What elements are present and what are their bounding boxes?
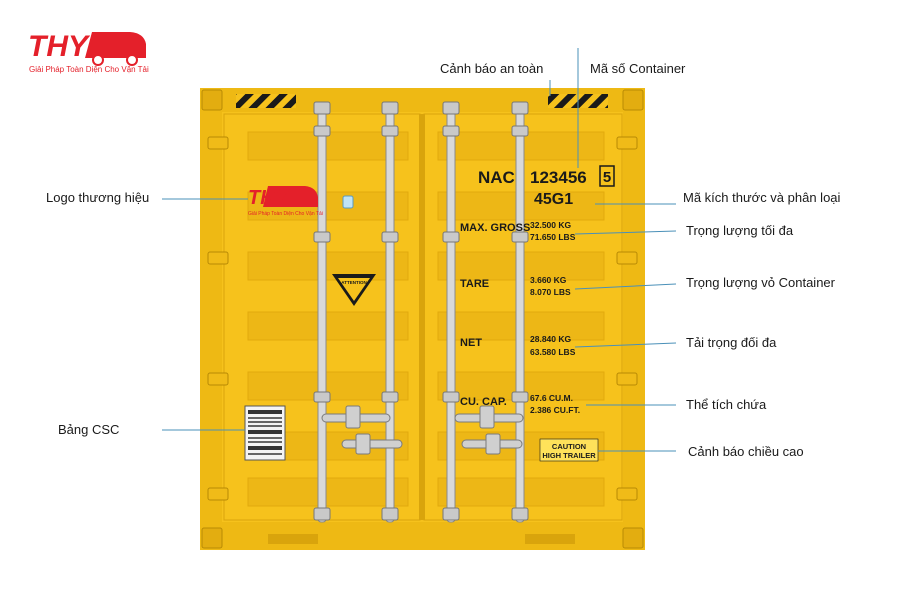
svg-text:Giải Pháp Toàn Diện Cho Vận Tả: Giải Pháp Toàn Diện Cho Vận Tải xyxy=(248,211,323,217)
callout-max-payload: Tải trọng đối đa xyxy=(686,335,777,350)
svg-text:MAX. GROSS: MAX. GROSS xyxy=(460,222,530,234)
classification-mark-icon xyxy=(342,195,354,209)
svg-text:28.840 KG: 28.840 KG xyxy=(530,334,571,344)
callout-height-warning: Cảnh báo chiều cao xyxy=(688,444,804,459)
callout-capacity: Thể tích chứa xyxy=(686,397,767,412)
svg-text:3.660 KG: 3.660 KG xyxy=(530,275,567,285)
callout-brand-logo: Logo thương hiệu xyxy=(46,190,150,205)
svg-text:HIGH TRAILER: HIGH TRAILER xyxy=(542,451,596,460)
callout-tare-weight: Trọng lượng vỏ Container xyxy=(686,275,835,290)
container-markings: NAC 123456 5 45G1 MAX. GROSS 32.500 KG 7… xyxy=(460,165,615,462)
callout-safety-warning: Cảnh báo an toàn xyxy=(440,61,544,76)
attention-sign: ATTENTION xyxy=(332,274,376,306)
owner-code: NAC xyxy=(478,168,515,187)
callout-size-type-code: Mã kích thước và phân loại xyxy=(683,190,841,205)
svg-text:TARE: TARE xyxy=(460,278,489,290)
svg-text:32.500 KG: 32.500 KG xyxy=(530,220,571,230)
callout-csc-plate: Bảng CSC xyxy=(58,422,120,437)
serial-number: 123456 xyxy=(530,168,587,187)
leader-lines xyxy=(162,48,677,452)
logo-tagline: Giải Pháp Toàn Diện Cho Vận Tải xyxy=(29,65,149,74)
svg-text:THY: THY xyxy=(248,187,290,209)
check-digit-box xyxy=(599,165,615,187)
svg-text:67.6 CU.M.: 67.6 CU.M. xyxy=(530,393,573,403)
door-handles xyxy=(321,405,524,455)
truck-icon xyxy=(85,32,146,58)
svg-text:63.580 LBS: 63.580 LBS xyxy=(530,347,576,357)
svg-text:NET: NET xyxy=(460,337,482,349)
callout-container-number: Mã số Container xyxy=(590,61,686,76)
svg-text:2.386 CU.FT.: 2.386 CU.FT. xyxy=(530,405,580,415)
svg-text:71.650 LBS: 71.650 LBS xyxy=(530,232,576,242)
hazard-stripe-left xyxy=(236,94,296,108)
size-type-code: 45G1 xyxy=(534,191,573,208)
svg-text:8.070 LBS: 8.070 LBS xyxy=(530,287,571,297)
check-digit: 5 xyxy=(603,169,611,186)
logo-text: THY xyxy=(28,30,91,63)
truck-icon xyxy=(263,186,318,207)
svg-text:ATTENTION: ATTENTION xyxy=(341,280,366,285)
csc-plate xyxy=(244,405,286,461)
caution-sticker xyxy=(539,438,599,462)
svg-text:CU. CAP.: CU. CAP. xyxy=(460,396,507,408)
svg-text:CAUTION: CAUTION xyxy=(552,442,586,451)
brand-logo: THY Giải Pháp Toàn Diện Cho Vận Tải xyxy=(28,30,149,74)
container-brand-logo: THY Giải Pháp Toàn Diện Cho Vận Tải xyxy=(248,186,323,217)
callout-max-weight: Trọng lượng tối đa xyxy=(686,223,794,238)
